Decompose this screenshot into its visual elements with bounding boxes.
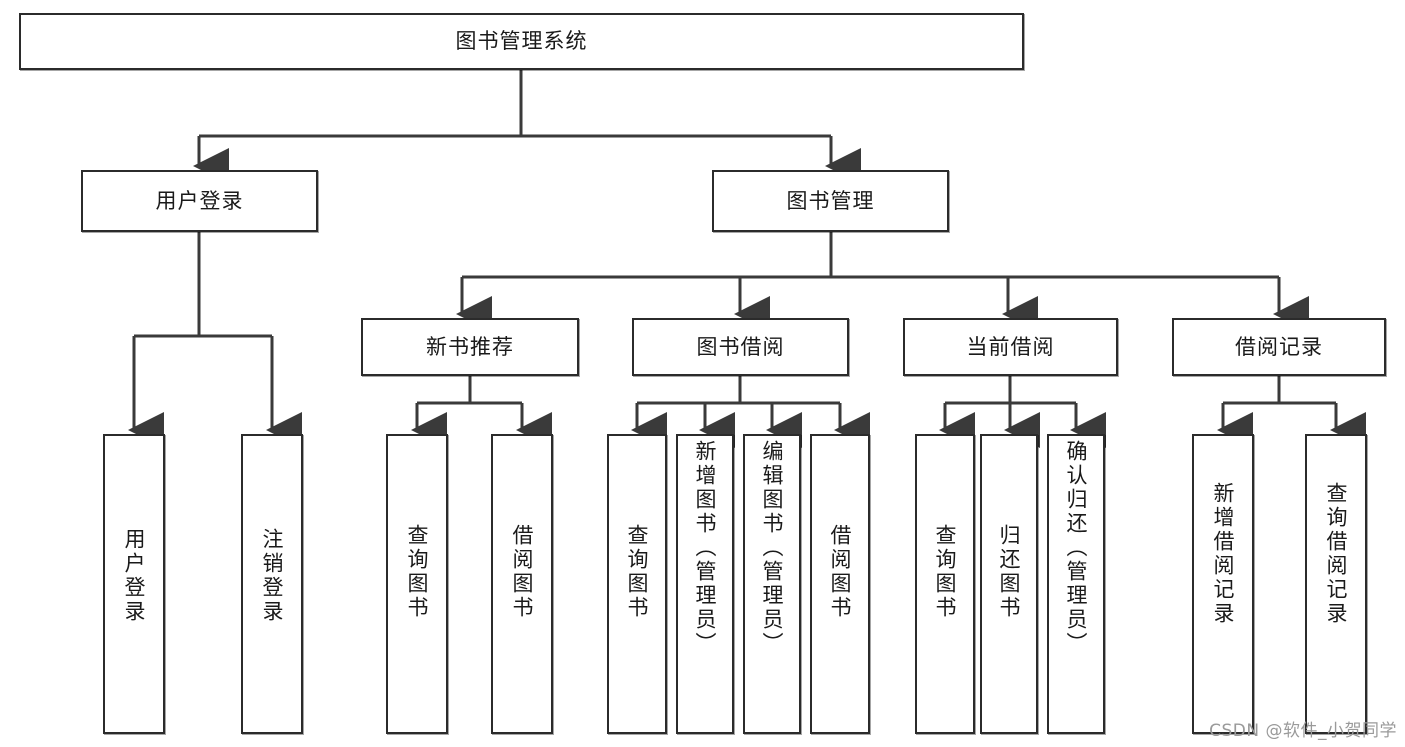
node-label: 借阅记录 [1235, 334, 1323, 359]
leaf-confirm-return-admin[interactable]: 确认归还（管理员） [1047, 434, 1105, 734]
node-book-management[interactable]: 图书管理 [712, 170, 949, 232]
leaf-borrow-book-recommend[interactable]: 借阅图书 [491, 434, 553, 734]
node-label: 查询图书 [933, 524, 958, 620]
node-label: 查询图书 [625, 524, 650, 620]
node-label: 借阅图书 [828, 524, 853, 620]
node-root-book-management-system[interactable]: 图书管理系统 [19, 13, 1024, 70]
node-borrow-record[interactable]: 借阅记录 [1172, 318, 1386, 376]
leaf-user-login[interactable]: 用户登录 [103, 434, 165, 734]
node-label: 编辑图书（管理员） [760, 440, 785, 656]
node-label: 归还图书 [997, 524, 1022, 620]
leaf-query-book-recommend[interactable]: 查询图书 [386, 434, 448, 734]
node-label: 图书借阅 [696, 334, 785, 359]
node-new-book-recommend[interactable]: 新书推荐 [361, 318, 579, 376]
node-label: 新增图书（管理员） [693, 440, 718, 656]
leaf-edit-book-admin[interactable]: 编辑图书（管理员） [743, 434, 801, 734]
node-label: 当前借阅 [966, 334, 1055, 359]
leaf-query-book-current[interactable]: 查询图书 [915, 434, 975, 734]
node-label: 新增借阅记录 [1211, 482, 1236, 626]
leaf-query-borrow-record[interactable]: 查询借阅记录 [1305, 434, 1367, 734]
node-book-borrow[interactable]: 图书借阅 [632, 318, 849, 376]
node-label: 用户登录 [122, 528, 147, 624]
node-label: 借阅图书 [510, 524, 535, 620]
node-label: 图书管理系统 [455, 29, 588, 54]
node-label: 确认归还（管理员） [1064, 440, 1089, 656]
leaf-borrow-book[interactable]: 借阅图书 [810, 434, 870, 734]
leaf-return-book[interactable]: 归还图书 [980, 434, 1038, 734]
node-user-login[interactable]: 用户登录 [81, 170, 318, 232]
leaf-add-borrow-record[interactable]: 新增借阅记录 [1192, 434, 1254, 734]
node-current-borrow[interactable]: 当前借阅 [903, 318, 1118, 376]
node-label: 注销登录 [260, 528, 285, 624]
leaf-add-book-admin[interactable]: 新增图书（管理员） [676, 434, 734, 734]
node-label: 新书推荐 [426, 334, 514, 359]
node-label: 用户登录 [155, 188, 244, 213]
leaf-query-book-borrow[interactable]: 查询图书 [607, 434, 667, 734]
node-label: 图书管理 [786, 188, 875, 213]
node-label: 查询图书 [405, 524, 430, 620]
leaf-logout-login[interactable]: 注销登录 [241, 434, 303, 734]
node-label: 查询借阅记录 [1324, 482, 1349, 626]
